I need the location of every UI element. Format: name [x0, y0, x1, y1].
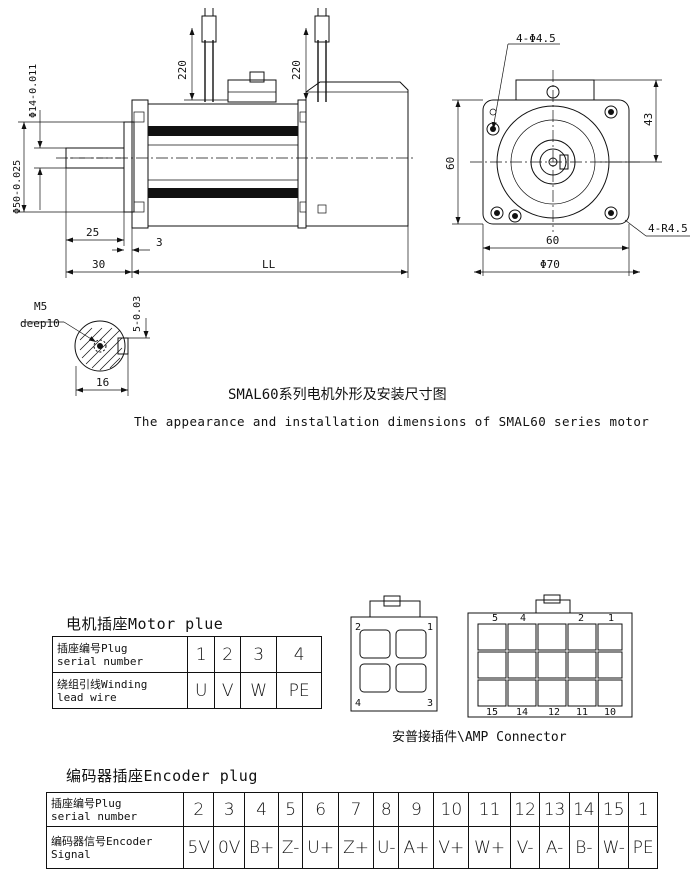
- table-cell: W-: [598, 826, 630, 869]
- svg-text:10: 10: [604, 707, 616, 718]
- dim-top-offset: 43: [642, 113, 655, 126]
- svg-text:3: 3: [427, 698, 433, 709]
- table-cell: 3: [213, 792, 245, 827]
- table-cell: 4: [276, 636, 322, 673]
- dim-body-len: LL: [262, 258, 276, 271]
- table-cell: 12: [509, 792, 541, 827]
- svg-text:14: 14: [516, 707, 528, 718]
- dim-lead-len-1: 220: [176, 60, 189, 80]
- dim-spigot-dia: Φ50-0.025: [12, 160, 23, 214]
- caption-en: The appearance and installation dimensio…: [134, 414, 649, 429]
- svg-text:5: 5: [492, 613, 498, 624]
- shaft-thread: M5: [34, 300, 47, 313]
- table-cell: 5V: [182, 826, 215, 869]
- table-cell: U+: [302, 826, 340, 869]
- encoder-table-title: 编码器插座Encoder plug: [66, 767, 258, 785]
- dim-pcd-w: 60: [546, 234, 559, 247]
- motor-side-view: 220 220 Φ14-0.011 Φ50-0.025 25 3 30 LL: [12, 8, 415, 278]
- table-cell: U-: [373, 826, 400, 869]
- encoder-cover: [305, 81, 409, 227]
- table-cell: 10: [433, 792, 470, 827]
- svg-text:4: 4: [520, 613, 526, 624]
- table-cell: Z+: [338, 826, 375, 869]
- motor-body-band-bottom: [148, 188, 298, 198]
- table-cell: 1: [628, 792, 658, 827]
- table-cell: 14: [568, 792, 600, 827]
- dim-flange-h: 60: [444, 157, 457, 170]
- table-cell: Z-: [278, 826, 304, 869]
- terminal-block: [227, 79, 277, 103]
- table-cell: A-: [539, 826, 570, 869]
- dim-flange-to-end: 30: [92, 258, 105, 271]
- motor-body-band-top: [148, 126, 298, 136]
- caption-cn: SMAL60系列电机外形及安装尺寸图: [228, 387, 447, 403]
- table-cell: V: [214, 672, 242, 709]
- table-cell: B-: [568, 826, 600, 869]
- table-cell: 6: [302, 792, 340, 827]
- table-cell: 11: [468, 792, 511, 827]
- table-cell: 4: [243, 792, 280, 827]
- table-cell: 0V: [213, 826, 245, 869]
- encoder-connector: 5 4 2 1 15 14 12 11 10: [467, 594, 633, 718]
- table-cell: A+: [398, 826, 435, 869]
- table-cell: 9: [398, 792, 435, 827]
- dim-shaft-w: 16: [96, 376, 109, 389]
- table-cell: 15: [598, 792, 630, 827]
- table-cell: W+: [468, 826, 511, 869]
- table-cell: 5: [278, 792, 304, 827]
- table-cell: 2: [214, 636, 242, 673]
- dim-corner-r: 4-R4.5: [648, 222, 688, 235]
- motor-table-title: 电机插座Motor plue: [66, 615, 224, 633]
- table-cell: U: [186, 672, 216, 709]
- table-cell: 7: [338, 792, 375, 827]
- connector-caption: 安普接插件\AMP Connector: [392, 729, 567, 745]
- motor-spigot: [123, 121, 135, 213]
- dim-key-h: 5-0.03: [132, 296, 143, 332]
- motor-body: [147, 103, 299, 227]
- table-cell: 13: [539, 792, 570, 827]
- table-cell: PE: [628, 826, 658, 869]
- dim-spigot-len: 3: [156, 236, 163, 249]
- shaft-thread-depth: deep10: [20, 317, 60, 330]
- dim-lead-len-2: 220: [290, 60, 303, 80]
- table-cell: V-: [509, 826, 541, 869]
- svg-text:2: 2: [578, 613, 584, 624]
- table-cell: 1: [186, 636, 216, 673]
- table-cell: B+: [243, 826, 280, 869]
- table-cell: 3: [240, 636, 278, 673]
- svg-text:15: 15: [486, 707, 498, 718]
- dim-shaft-dia: Φ14-0.011: [28, 64, 39, 118]
- svg-text:12: 12: [548, 707, 560, 718]
- motor-front-view: 4-Φ4.5 43 60 60 Φ70 4-R4.5: [444, 32, 690, 276]
- mounting-holes: [486, 105, 618, 223]
- svg-text:4: 4: [355, 698, 361, 709]
- dim-pcd-dia: Φ70: [540, 258, 560, 271]
- dim-holes: 4-Φ4.5: [516, 32, 556, 45]
- table-cell: W: [240, 672, 278, 709]
- table-cell: 8: [373, 792, 400, 827]
- table-cell: V+: [433, 826, 470, 869]
- table-cell: 2: [182, 792, 215, 827]
- dim-shaft-len: 25: [86, 226, 99, 239]
- shaft-section-view: M5 deep10 16 5-0.03: [20, 296, 150, 396]
- svg-text:2: 2: [355, 622, 361, 633]
- svg-text:1: 1: [608, 613, 614, 624]
- svg-text:11: 11: [576, 707, 588, 718]
- svg-text:1: 1: [427, 622, 433, 633]
- motor-connector: 2 1 4 3: [350, 595, 438, 712]
- table-cell: PE: [276, 672, 322, 709]
